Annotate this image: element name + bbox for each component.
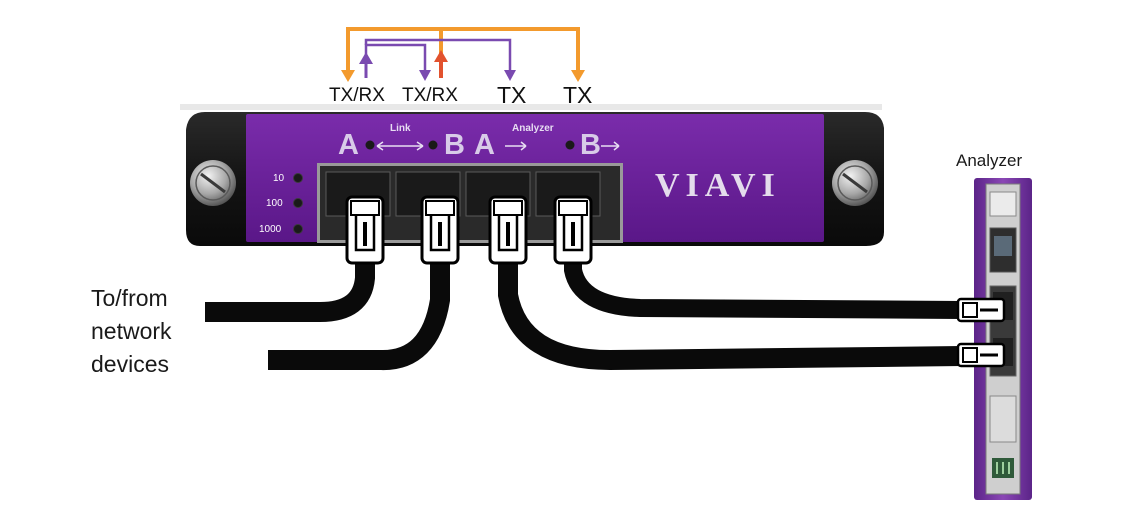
purple-arrowhead-up <box>359 52 373 64</box>
cable-analyzer-a <box>498 262 963 371</box>
led-10-icon <box>293 173 303 183</box>
analyzer-arrow-b-icon <box>601 141 620 151</box>
purple-analyzer-arrow <box>364 38 512 76</box>
cable-network-a <box>205 262 375 322</box>
port-labels: TX/RX TX/RX TX TX <box>329 82 592 108</box>
orange-link-arrow-a <box>346 27 443 76</box>
led-1000-icon <box>293 224 303 234</box>
analyzer-plug-1-icon <box>956 297 1006 323</box>
speed-label-10: 10 <box>273 173 285 184</box>
rj45-plug-3-icon <box>488 195 528 265</box>
panel-letter-a-analyzer: A <box>474 129 495 161</box>
cables <box>205 262 963 371</box>
viavi-logo: VIAVI <box>655 167 781 204</box>
link-bidirectional-arrow-icon <box>376 141 424 151</box>
port-label-txrx-a: TX/RX <box>329 85 385 106</box>
led-port-a-link-icon <box>365 140 375 150</box>
rj45-plug-1-icon <box>345 195 385 265</box>
analyzer-plug-2-icon <box>956 342 1006 368</box>
panel-link-label: Link <box>390 123 411 134</box>
led-port-b-link-icon <box>428 140 438 150</box>
connection-arrows <box>341 27 585 82</box>
caption-line-3: devices <box>91 351 169 377</box>
panel-letter-b-analyzer: B <box>580 129 601 161</box>
panel-letter-b-link: B <box>444 129 465 161</box>
port-label-txrx-b: TX/RX <box>402 85 458 106</box>
panel-letter-a-link: A <box>338 129 359 161</box>
orange-arrowhead-a <box>341 70 355 82</box>
rj45-plug-4-icon <box>553 195 593 265</box>
caption-line-1: To/from <box>91 285 168 311</box>
analyzer-arrow-a-icon <box>505 141 527 151</box>
port-label-tx-b: TX <box>563 82 592 108</box>
panel-port-letters: A Link B A Analyzer B <box>338 123 620 161</box>
network-caption: To/from network devices <box>91 285 172 377</box>
purple-arrowhead-down-tx <box>504 70 516 81</box>
port-label-tx-a: TX <box>497 82 526 108</box>
cable-analyzer-b <box>564 262 963 319</box>
cable-network-b <box>268 262 450 371</box>
led-port-b-analyzer-icon <box>565 140 575 150</box>
purple-link-arrow <box>364 43 427 76</box>
thumbscrew-left-icon[interactable] <box>190 160 236 206</box>
caption-line-2: network <box>91 318 172 344</box>
analyzer-title: Analyzer <box>956 151 1022 170</box>
red-arrowhead <box>434 50 448 62</box>
thumbscrew-right-icon[interactable] <box>832 160 878 206</box>
analyzer-device: Analyzer <box>956 151 1032 500</box>
speed-leds: 10 100 1000 <box>259 173 303 235</box>
speed-label-1000: 1000 <box>259 224 282 235</box>
orange-arrowhead-b <box>571 70 585 82</box>
speed-label-100: 100 <box>266 198 283 209</box>
rj45-plug-2-icon <box>420 195 460 265</box>
led-100-icon <box>293 198 303 208</box>
purple-arrowhead-down-b <box>419 70 431 81</box>
rj45-plugs <box>345 195 593 265</box>
tap-module: 10 100 1000 A Link B A Analyzer B <box>180 104 884 246</box>
panel-analyzer-label: Analyzer <box>512 123 554 134</box>
